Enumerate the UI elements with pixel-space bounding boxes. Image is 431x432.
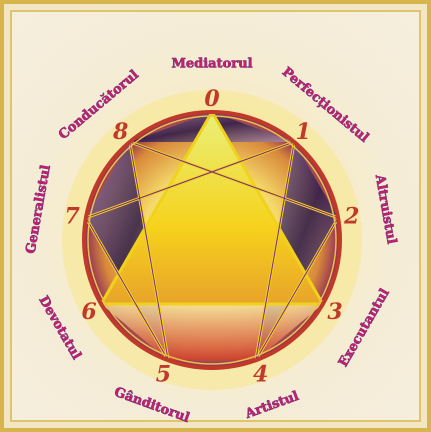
point-number-1: 1 bbox=[296, 119, 311, 145]
point-number-0: 0 bbox=[204, 86, 220, 112]
type-label-0: Mediatorul bbox=[171, 57, 252, 72]
type-label-7: Generalistul bbox=[24, 164, 54, 255]
point-number-3: 3 bbox=[327, 299, 342, 325]
point-number-7: 7 bbox=[65, 203, 81, 229]
point-number-8: 8 bbox=[112, 119, 128, 145]
point-number-2: 2 bbox=[343, 203, 359, 229]
point-number-6: 6 bbox=[81, 299, 96, 325]
point-number-4: 4 bbox=[253, 361, 268, 387]
point-number-5: 5 bbox=[156, 361, 171, 387]
type-label-2: Altruistul bbox=[372, 173, 399, 246]
type-label-4: Artistul bbox=[243, 389, 301, 422]
type-label-5: Gânditorul bbox=[112, 385, 191, 426]
